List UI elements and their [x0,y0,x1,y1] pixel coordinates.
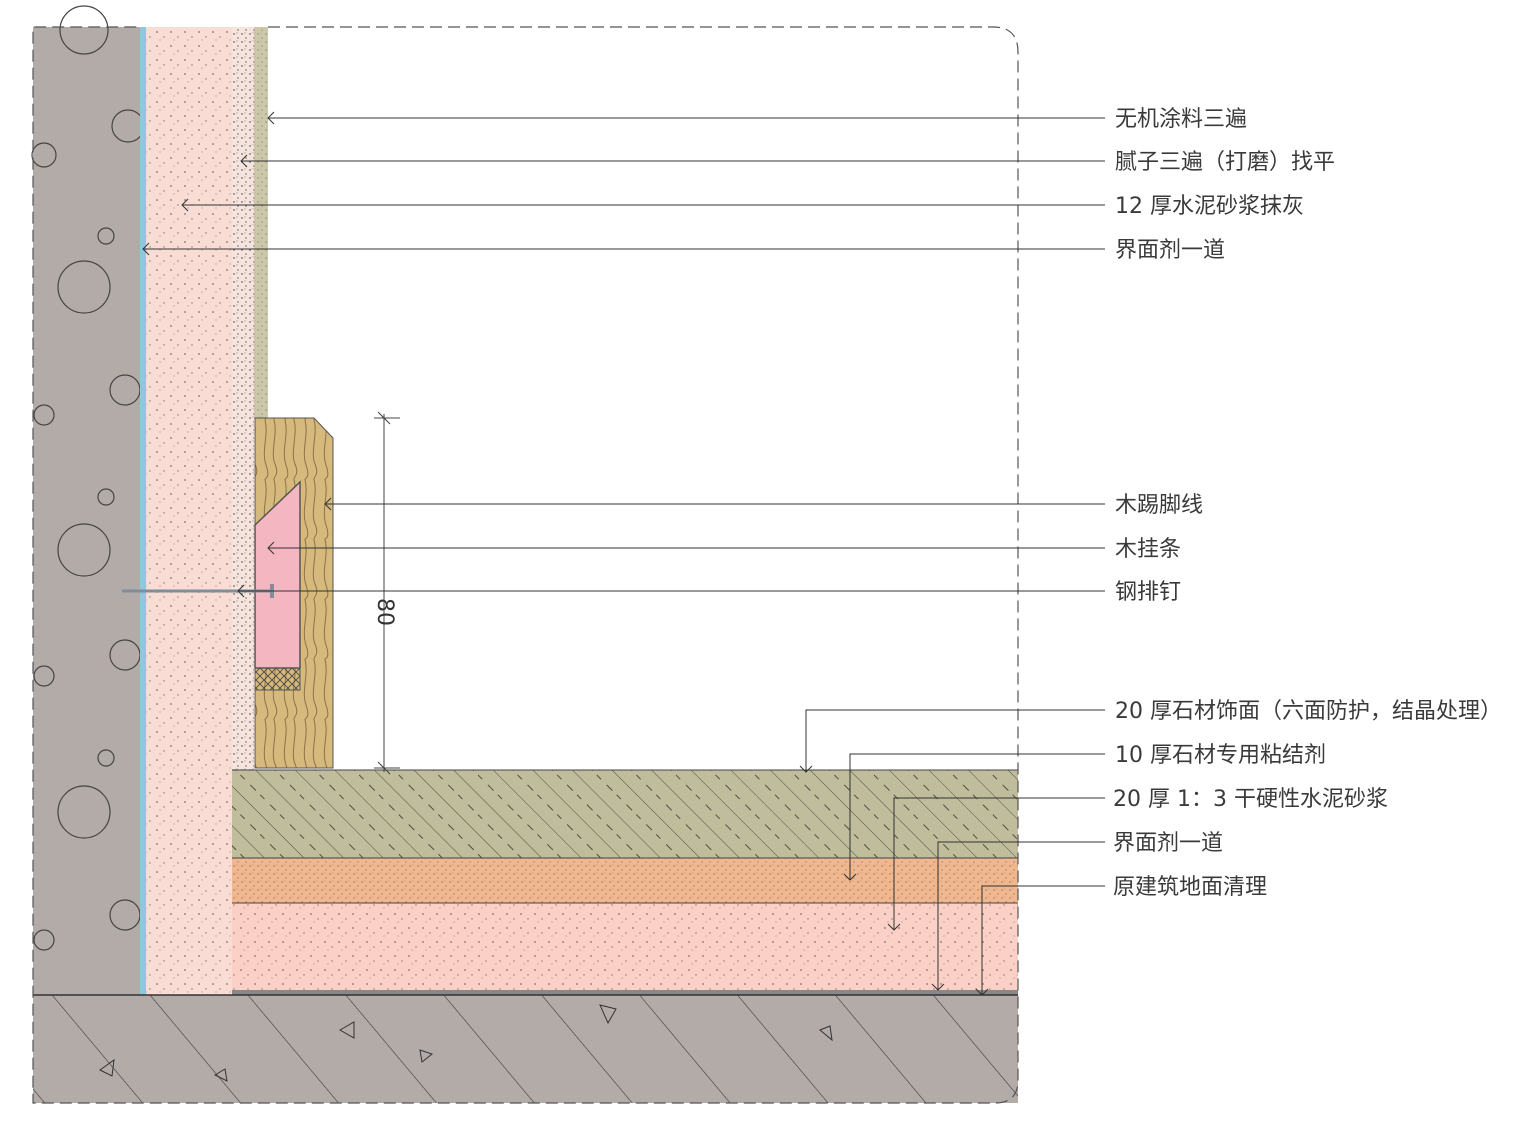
floor-interface-layer [232,990,1018,995]
label-dry-mortar: 20 厚 1：3 干硬性水泥砂浆 [1113,787,1388,812]
label-putty: 腻子三遍（打磨）找平 [1115,150,1335,175]
label-wood-baseboard: 木踢脚线 [1115,493,1203,518]
slab-aggregate [99,1004,833,1082]
label-floor-interface-agent: 界面剂一道 [1113,831,1223,856]
label-stone-adhesive: 10 厚石材专用粘结剂 [1115,743,1326,768]
label-wood-strip: 木挂条 [1115,537,1181,562]
label-stone-finish: 20 厚石材饰面（六面防护，结晶处理） [1115,699,1502,724]
label-steel-nail: 钢排钉 [1115,580,1181,605]
gap-fill [254,667,301,691]
label-original-floor: 原建筑地面清理 [1113,875,1267,900]
dimension-label: 80 [372,598,397,626]
leader-lines [142,111,1105,996]
detail-boundary [32,26,1019,1104]
label-wall-interface-agent: 界面剂一道 [1115,238,1225,263]
label-cement-plaster: 12 厚水泥砂浆抹灰 [1115,194,1304,219]
height-dimension [374,411,400,775]
interface-agent-layer [140,27,146,995]
concrete-wall [33,27,141,995]
label-inorganic-paint: 无机涂料三遍 [1115,107,1247,132]
